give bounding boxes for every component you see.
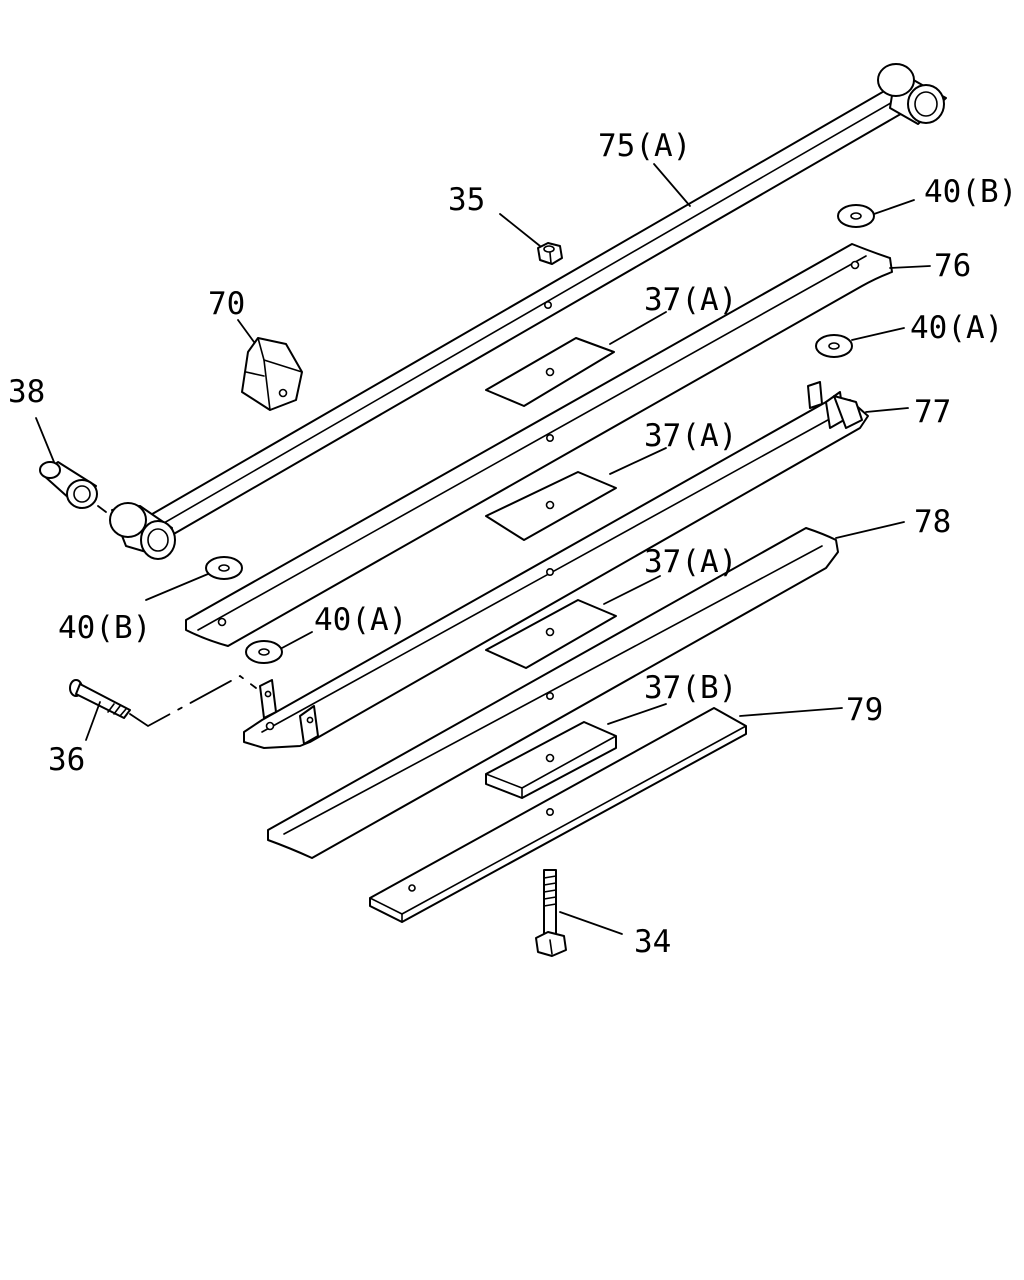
callout-79: 79	[846, 692, 883, 728]
leaf-79	[369, 707, 747, 923]
pad-37a-middle	[485, 471, 617, 541]
washer-40a-lower	[245, 640, 283, 664]
leader-lines	[35, 163, 931, 935]
bushing-38	[39, 461, 98, 509]
leaf-77	[243, 399, 869, 749]
callout-40b-lower: 40(B)	[58, 610, 151, 646]
leaf-76	[185, 243, 893, 647]
callout-37a-upper: 37(A)	[644, 282, 737, 318]
washer-40a-top	[815, 334, 853, 358]
callout-75a: 75(A)	[598, 128, 691, 164]
callout-37a-lower: 37(A)	[644, 544, 737, 580]
callout-40b-top: 40(B)	[924, 174, 1017, 210]
callout-35: 35	[448, 182, 485, 218]
callout-70: 70	[208, 286, 245, 322]
callout-78: 78	[914, 504, 951, 540]
leaf-78	[267, 527, 839, 859]
callout-34: 34	[634, 924, 671, 960]
pad-37a-lower	[485, 599, 617, 669]
callout-37b: 37(B)	[644, 670, 737, 706]
callout-36: 36	[48, 742, 85, 778]
callout-40a-lower: 40(A)	[314, 602, 407, 638]
pad-37b	[485, 721, 617, 799]
spring-clip-front	[259, 679, 319, 745]
bump-stopper-70	[241, 337, 303, 411]
callout-77: 77	[914, 394, 951, 430]
pad-37a-upper	[485, 337, 615, 407]
callout-76: 76	[934, 248, 971, 284]
spring-clip-rear	[807, 381, 863, 429]
bolt-36	[69, 679, 131, 719]
callout-38: 38	[8, 374, 45, 410]
spring-eye-rear	[877, 63, 947, 125]
center-bolt-34	[535, 869, 567, 957]
callout-40a-top: 40(A)	[910, 310, 1003, 346]
callout-37a-middle: 37(A)	[644, 418, 737, 454]
washer-40b-top	[837, 204, 875, 228]
washer-40b-lower	[205, 556, 243, 580]
callout-labels: 75(A) 35 40(B) 76 70 37(A) 40(A) 38 77 3…	[8, 128, 1017, 960]
spring-eye-front	[109, 502, 176, 560]
nut-35	[537, 242, 563, 265]
